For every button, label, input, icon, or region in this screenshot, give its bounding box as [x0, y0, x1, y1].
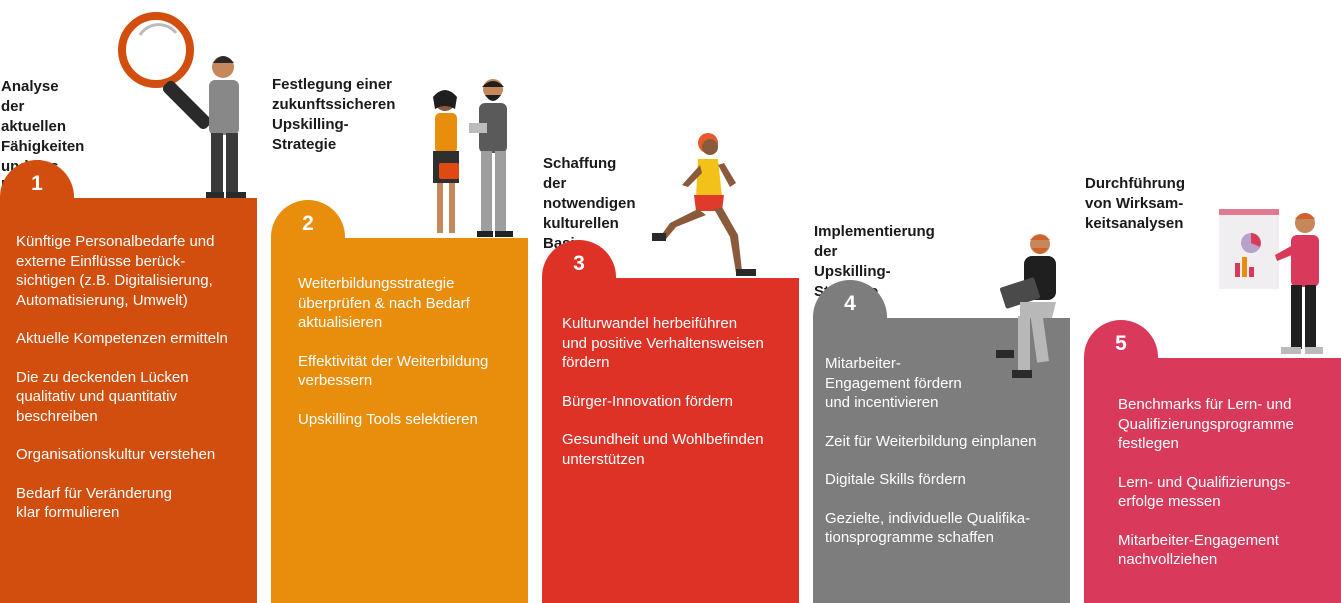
step-2-item: Effektivität der Weiterbildung verbesser…	[298, 352, 489, 390]
step-2-title: Festlegung einer zukunftssicheren Upskil…	[272, 76, 396, 153]
step-5-block: Benchmarks für Lern- und Qualifizierungs…	[1084, 358, 1341, 603]
step-4-item: Mitarbeiter- Engagement fördern und ince…	[825, 355, 962, 411]
step-2-item: Weiterbildungsstrategie überprüfen & nac…	[298, 275, 470, 331]
step-3-item: Bürger-Innovation fördern	[562, 392, 733, 410]
step-1-number: 1	[31, 172, 43, 195]
step-3-title: Schaffung der notwendigen kulturellen Ba…	[543, 155, 636, 252]
step-4-number: 4	[844, 292, 856, 315]
step-5-number: 5	[1115, 332, 1127, 355]
step-3-number: 3	[573, 252, 585, 275]
step-2-number: 2	[302, 212, 314, 235]
step-4-item: Gezielte, individuelle Qualifika- tionsp…	[825, 509, 1031, 547]
step-4-item: Zeit für Weiterbildung einplanen	[825, 432, 1037, 450]
step-1-block: Künftige Personalbedarfe und externe Ein…	[0, 198, 257, 603]
step-5-item: Benchmarks für Lern- und Qualifizierungs…	[1118, 396, 1294, 452]
step-3-block: Kulturwandel herbeiführen und positive V…	[542, 278, 799, 603]
step-2-item: Upskilling Tools selektieren	[298, 410, 478, 428]
business-people-illustration	[433, 79, 513, 237]
step-3-item: Kulturwandel herbeiführen und positive V…	[562, 315, 764, 371]
step-3-item: Gesundheit und Wohlbefinden unterstützen	[562, 431, 764, 468]
step-1-item: Organisationskultur verstehen	[16, 446, 216, 463]
magnifier-person-illustration	[118, 12, 246, 198]
step-5-title: Durchführung von Wirksam- keitsanalysen	[1085, 175, 1185, 232]
step-1-item: Bedarf für Veränderung klar formulieren	[16, 484, 172, 522]
laptop-person-illustration	[996, 234, 1056, 378]
step-1-item: Aktuelle Kompetenzen ermitteln	[16, 330, 228, 347]
step-5-item: Mitarbeiter-Engagement nachvollziehen	[1118, 531, 1279, 569]
step-4-item: Digitale Skills fördern	[825, 471, 966, 488]
step-5-item: Lern- und Qualifizierungs- erfolge messe…	[1118, 473, 1291, 511]
runner-illustration	[652, 133, 756, 276]
presentation-person-illustration	[1219, 209, 1323, 354]
step-1-item: Künftige Personalbedarfe und externe Ein…	[16, 233, 215, 309]
step-1-item: Die zu deckenden Lücken qualitativ und q…	[16, 368, 189, 425]
step-2-block: Weiterbildungsstrategie überprüfen & nac…	[271, 238, 528, 603]
